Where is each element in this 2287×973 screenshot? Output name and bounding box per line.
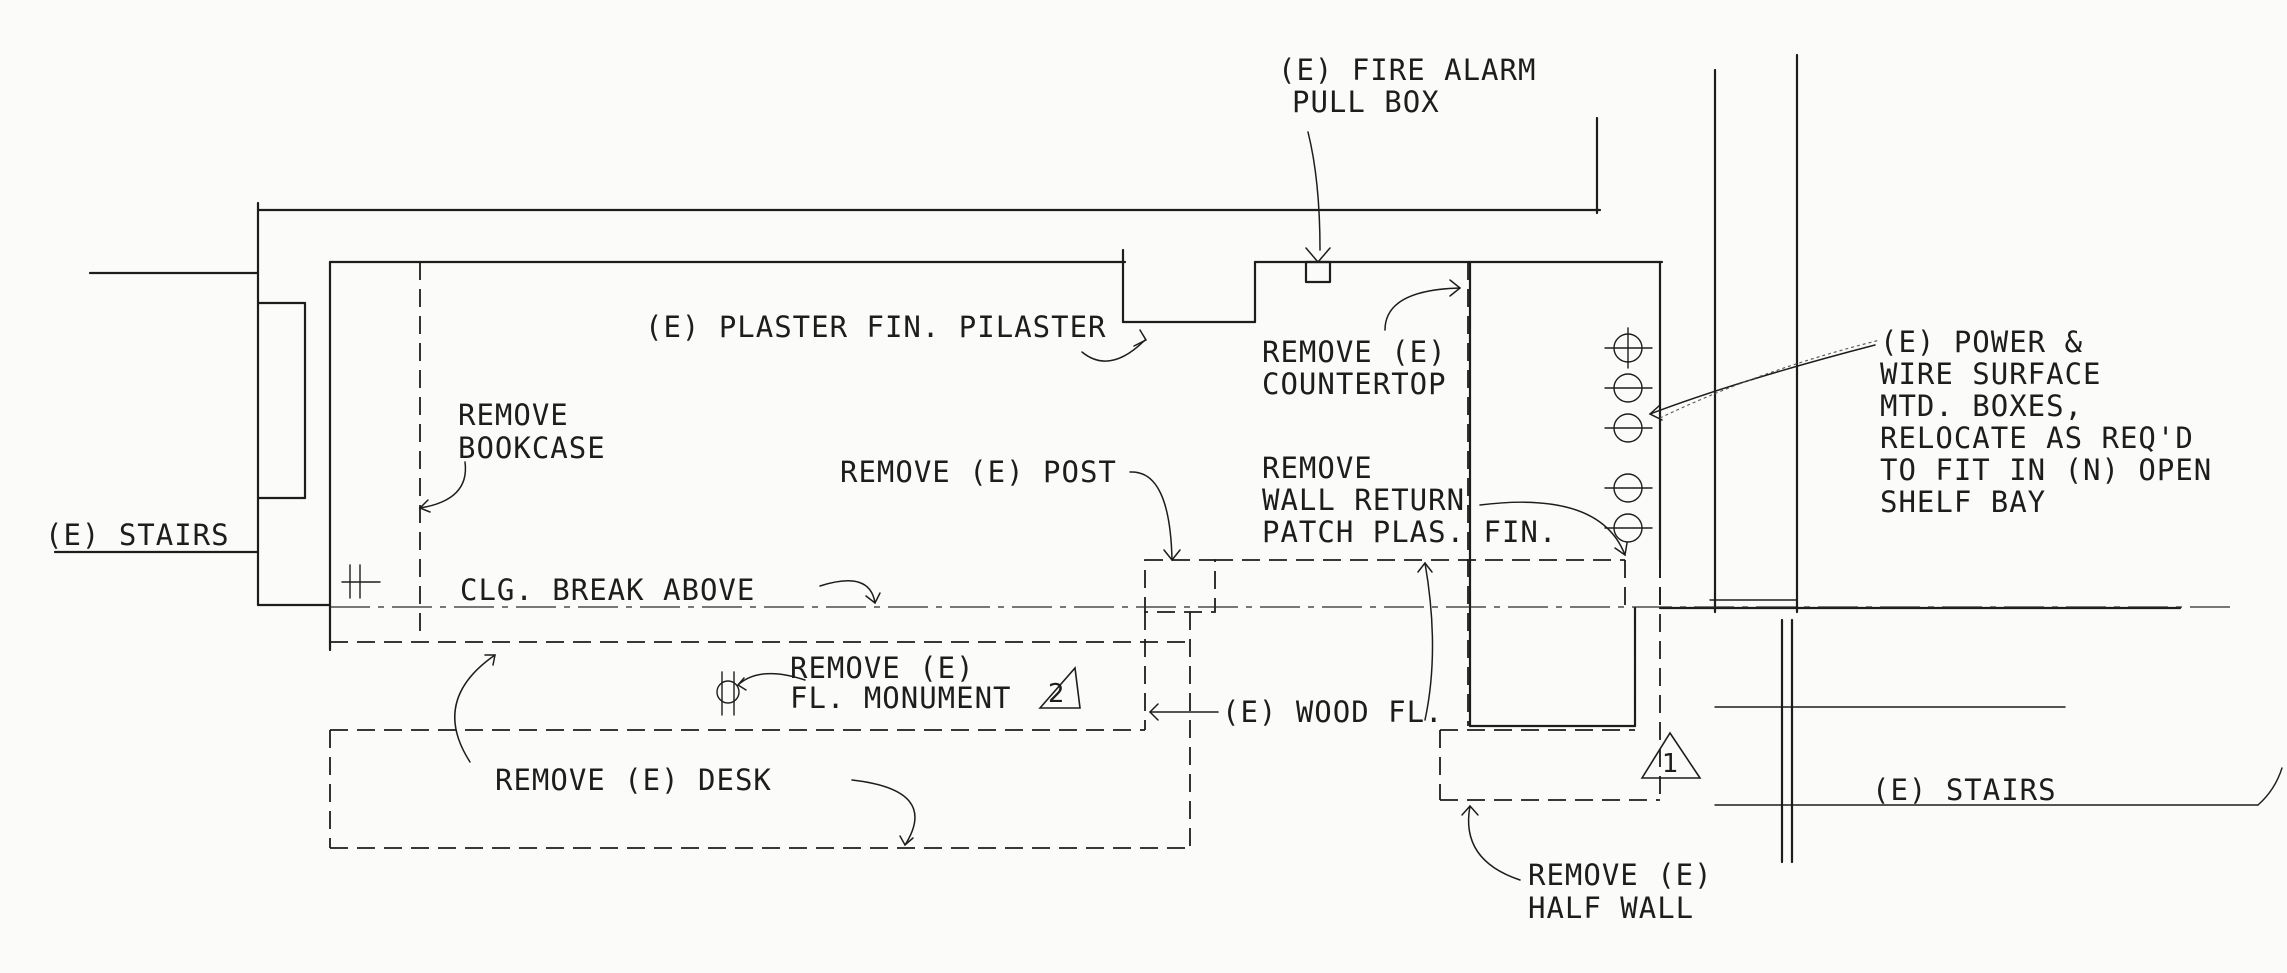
- annotations: (E) FIRE ALARM PULL BOX (E) PLASTER FIN.…: [45, 53, 2212, 925]
- note-power-wire: WIRE SURFACE: [1880, 357, 2102, 391]
- power-box-icon: [1604, 413, 1653, 443]
- note-power-wire: RELOCATE AS REQ'D: [1880, 421, 2194, 455]
- note-remove-countertop: COUNTERTOP: [1262, 367, 1447, 401]
- note-stairs-left: (E) STAIRS: [45, 518, 230, 552]
- note-remove-countertop: REMOVE (E): [1262, 335, 1447, 369]
- stair-marker-symbol: [341, 564, 381, 599]
- note-power-wire: MTD. BOXES,: [1880, 389, 2083, 423]
- note-remove-half-wall: HALF WALL: [1528, 891, 1694, 925]
- keynote-triangle-1: 1: [1640, 731, 1702, 779]
- note-fire-alarm: (E) FIRE ALARM: [1278, 53, 1536, 87]
- note-fire-alarm: PULL BOX: [1292, 85, 1440, 119]
- keynote-triangle-2: 2: [1038, 666, 1081, 709]
- floor-monument-symbol: [716, 671, 740, 716]
- power-box-icon: [1604, 373, 1653, 403]
- keynote-number: 1: [1662, 749, 1679, 779]
- note-remove-monument: FL. MONUMENT: [790, 681, 1012, 715]
- note-remove-bookcase: REMOVE: [458, 398, 569, 432]
- note-ceiling-break: CLG. BREAK ABOVE: [460, 573, 755, 607]
- leader-lines: [418, 131, 1881, 881]
- note-power-wire: TO FIT IN (N) OPEN: [1880, 453, 2212, 487]
- note-remove-monument: REMOVE (E): [790, 651, 975, 685]
- note-remove-bookcase: BOOKCASE: [458, 431, 606, 465]
- note-remove-half-wall: REMOVE (E): [1528, 858, 1713, 892]
- demolition-outlines: [329, 262, 1661, 849]
- note-remove-wall-return: REMOVE: [1262, 451, 1373, 485]
- note-stairs-right: (E) STAIRS: [1872, 773, 2057, 807]
- power-box-icon: [1604, 473, 1653, 503]
- note-plaster-pilaster: (E) PLASTER FIN. PILASTER: [645, 310, 1107, 344]
- outer-walls: [53, 116, 1602, 607]
- note-wood-floor: (E) WOOD FL.: [1222, 695, 1444, 729]
- note-remove-wall-return: PATCH PLAS. FIN.: [1262, 515, 1557, 549]
- note-remove-wall-return: WALL RETURN: [1262, 483, 1465, 517]
- note-remove-post: REMOVE (E) POST: [840, 455, 1117, 489]
- power-box-icon: [1604, 513, 1653, 543]
- room-walls: [328, 53, 2283, 864]
- power-box-icon: [1604, 327, 1653, 369]
- note-remove-desk: REMOVE (E) DESK: [495, 763, 772, 797]
- fire-alarm-pull-box: [1304, 247, 1332, 284]
- electrical-boxes: [1604, 327, 1653, 543]
- note-power-wire: (E) POWER &: [1880, 325, 2083, 359]
- keynote-number: 2: [1048, 679, 1065, 709]
- note-power-wire: SHELF BAY: [1880, 485, 2046, 519]
